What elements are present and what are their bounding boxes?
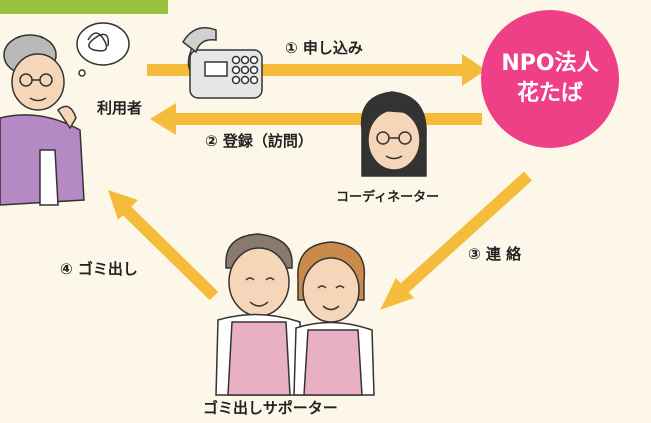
npo-name-line2: 花たば (516, 81, 583, 106)
header-bar (0, 0, 168, 14)
npo-circle: NPO法人 花たば (481, 10, 619, 148)
npo-name-line1: NPO法人 (501, 51, 599, 77)
arrow-garbage (108, 190, 219, 301)
step3-label: ③ 連 絡 (468, 245, 522, 263)
telephone-illustration (182, 27, 263, 99)
arrow-contact (380, 171, 533, 310)
supporters-illustration (215, 233, 375, 396)
coordinator-label: コーディネーター (336, 190, 440, 205)
supporters-label: ゴミ出しサポーター (203, 399, 338, 417)
step4-label: ④ ゴミ出し (60, 260, 138, 278)
user-label: 利用者 (97, 99, 143, 117)
step2-label: ② 登録（訪問） (205, 132, 313, 150)
arrow-register (150, 103, 482, 135)
coordinator-illustration (360, 91, 427, 177)
user-illustration (0, 22, 130, 206)
step1-label: ① 申し込み (285, 39, 363, 57)
